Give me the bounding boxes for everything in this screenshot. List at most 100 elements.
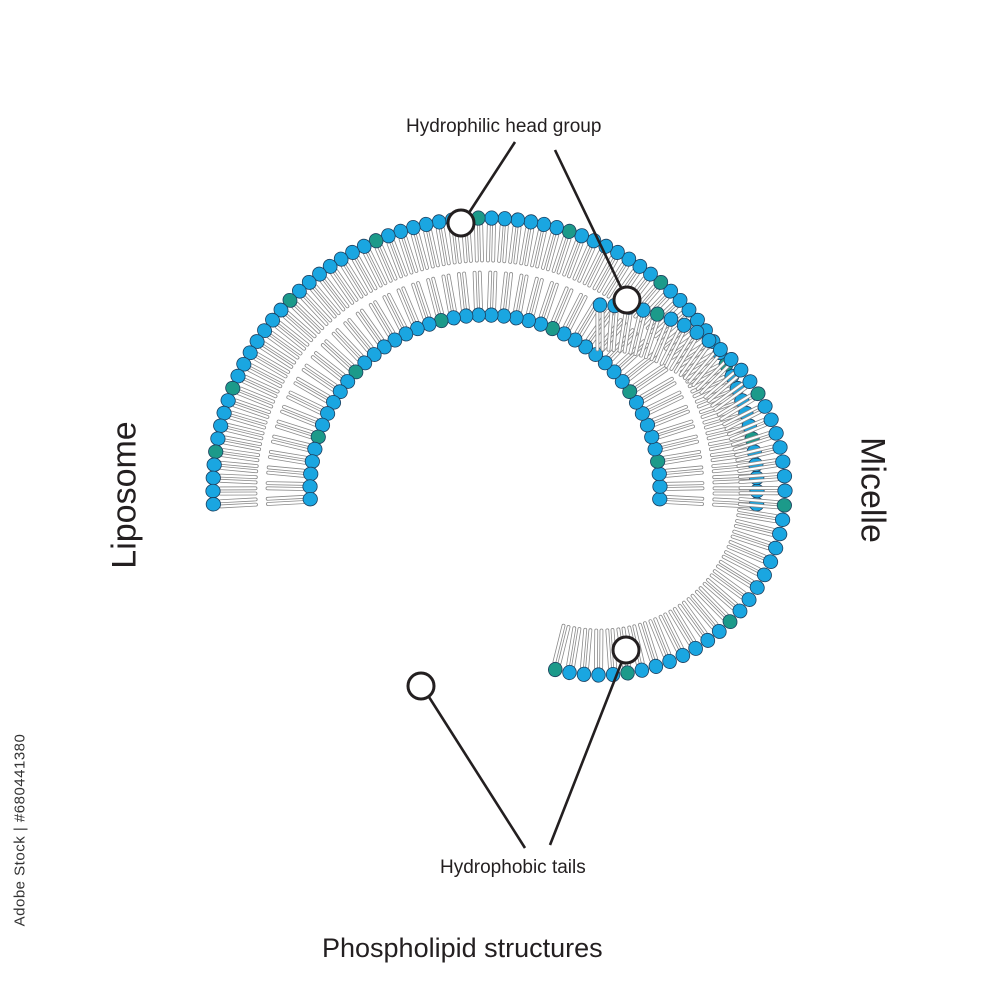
phospholipid-icon <box>710 374 758 412</box>
phospholipid-icon <box>551 223 577 275</box>
phospholipid-icon <box>687 342 728 387</box>
phospholipid-icon <box>647 434 699 457</box>
phospholipid-icon <box>343 318 382 362</box>
phospholipid-icon <box>709 569 757 607</box>
phospholipid-icon <box>242 345 291 379</box>
phospholipid-icon <box>716 559 765 595</box>
phospholipid-icon <box>639 306 665 360</box>
phospholipid-icon <box>659 317 692 368</box>
phospholipid-icon <box>236 356 285 389</box>
phospholipid-icon <box>592 297 608 352</box>
phospholipid-icon <box>225 380 276 409</box>
phospholipid-icon <box>591 628 606 683</box>
phospholipid-icon <box>220 393 272 419</box>
phospholipid-icon <box>333 251 368 299</box>
phospholipid-icon <box>567 300 602 348</box>
phospholipid-icon <box>471 270 486 323</box>
phospholipid-icon <box>541 220 564 272</box>
phospholipid-icon <box>266 465 319 482</box>
stock-id-watermark: Adobe Stock | #680441380 <box>11 733 29 927</box>
phospholipid-icon <box>301 363 348 399</box>
micelle-label: Micelle <box>853 437 892 543</box>
phospholipid-icon <box>331 328 373 371</box>
phospholipid-icon <box>712 470 765 486</box>
phospholipid-icon <box>738 483 793 498</box>
phospholipid-icon <box>730 529 784 556</box>
phospholipid-icon <box>648 617 677 669</box>
phospholipid-icon <box>382 292 414 342</box>
phospholipid-icon <box>265 479 318 494</box>
phospholipid-icon <box>205 470 258 486</box>
phospholipid-icon <box>519 214 539 267</box>
phospholipid-icon <box>293 376 342 410</box>
phospholipid-icon <box>406 220 429 272</box>
phospholipid-icon <box>686 593 727 639</box>
phospholipid-icon <box>396 286 425 337</box>
phospholipid-icon <box>737 497 792 513</box>
phospholipid-icon <box>556 292 588 342</box>
phospholipid-icon <box>622 363 669 399</box>
phospholipid-icon <box>695 352 739 395</box>
phospholipid-icon <box>216 405 268 430</box>
phospholipid-icon <box>320 339 364 380</box>
phospholipid-icon <box>649 311 679 364</box>
phospholipid-icon <box>280 404 331 433</box>
callout-circle-icon <box>446 208 476 238</box>
phospholipid-icon <box>471 210 486 263</box>
callout-line <box>461 141 517 223</box>
phospholipid-icon <box>677 600 716 648</box>
callout-circle-icon <box>612 285 642 315</box>
diagram-caption: Phospholipid structures <box>322 933 603 963</box>
phospholipid-icon <box>345 244 378 293</box>
phospholipid-icon <box>208 444 261 463</box>
phospholipid-icon <box>576 627 593 682</box>
liposome-label: Liposome <box>105 421 144 569</box>
phospholipid-icon <box>286 390 336 421</box>
phospholipid-icon <box>669 324 705 374</box>
phospholipid-icon <box>721 550 772 583</box>
phospholipid-icon <box>484 270 499 323</box>
callout-circle-icon <box>611 635 641 665</box>
phospholipid-icon <box>652 479 705 494</box>
phospholipid-icon <box>368 300 403 348</box>
phospholipid-icon <box>282 292 325 334</box>
phospholipid-icon <box>572 233 602 283</box>
phospholipid-icon <box>530 216 552 269</box>
phospholipid-icon <box>484 210 499 263</box>
phospholipid-icon <box>210 431 263 452</box>
phospholipid-icon <box>411 281 437 332</box>
phospholipid-icon <box>582 238 614 288</box>
phospholipid-icon <box>726 540 779 569</box>
phospholipid-icon <box>652 491 705 507</box>
phospholipid-icon <box>644 419 695 445</box>
phospholipid-icon <box>213 418 265 441</box>
phospholipid-icon <box>716 386 766 422</box>
phospholipid-icon <box>694 586 738 630</box>
phospholipid-icon <box>205 497 258 512</box>
phospholipid-icon <box>310 351 356 389</box>
phospholipid-icon <box>727 412 779 441</box>
callout-circle-icon <box>406 671 436 701</box>
phospholipid-icon <box>355 308 392 355</box>
phospholipid-icon <box>678 333 717 380</box>
phospholipid-icon <box>638 621 664 674</box>
phospholipid-icon <box>736 454 791 473</box>
phospholipid-icon <box>301 274 341 319</box>
phospholipid-icon <box>703 362 749 403</box>
phospholipid-icon <box>268 450 320 469</box>
phospholipid-icon <box>206 457 259 474</box>
phospholipid-icon <box>658 612 691 663</box>
phospholipid-icon <box>322 258 359 305</box>
phospholipid-icon <box>734 440 788 463</box>
phospholipid-icon <box>431 214 451 267</box>
phospholipid-icon <box>651 465 704 482</box>
phospholipid-icon <box>562 626 582 681</box>
callout-line <box>548 650 628 846</box>
phospholipid-icon <box>205 483 258 499</box>
callout-lines <box>406 141 642 849</box>
phospholipid-icon <box>312 266 350 312</box>
phospholipid-icon <box>738 468 793 485</box>
phospholipid-icon <box>545 286 574 337</box>
phospholipid-icon <box>275 419 326 445</box>
phospholipid-icon <box>257 323 303 360</box>
